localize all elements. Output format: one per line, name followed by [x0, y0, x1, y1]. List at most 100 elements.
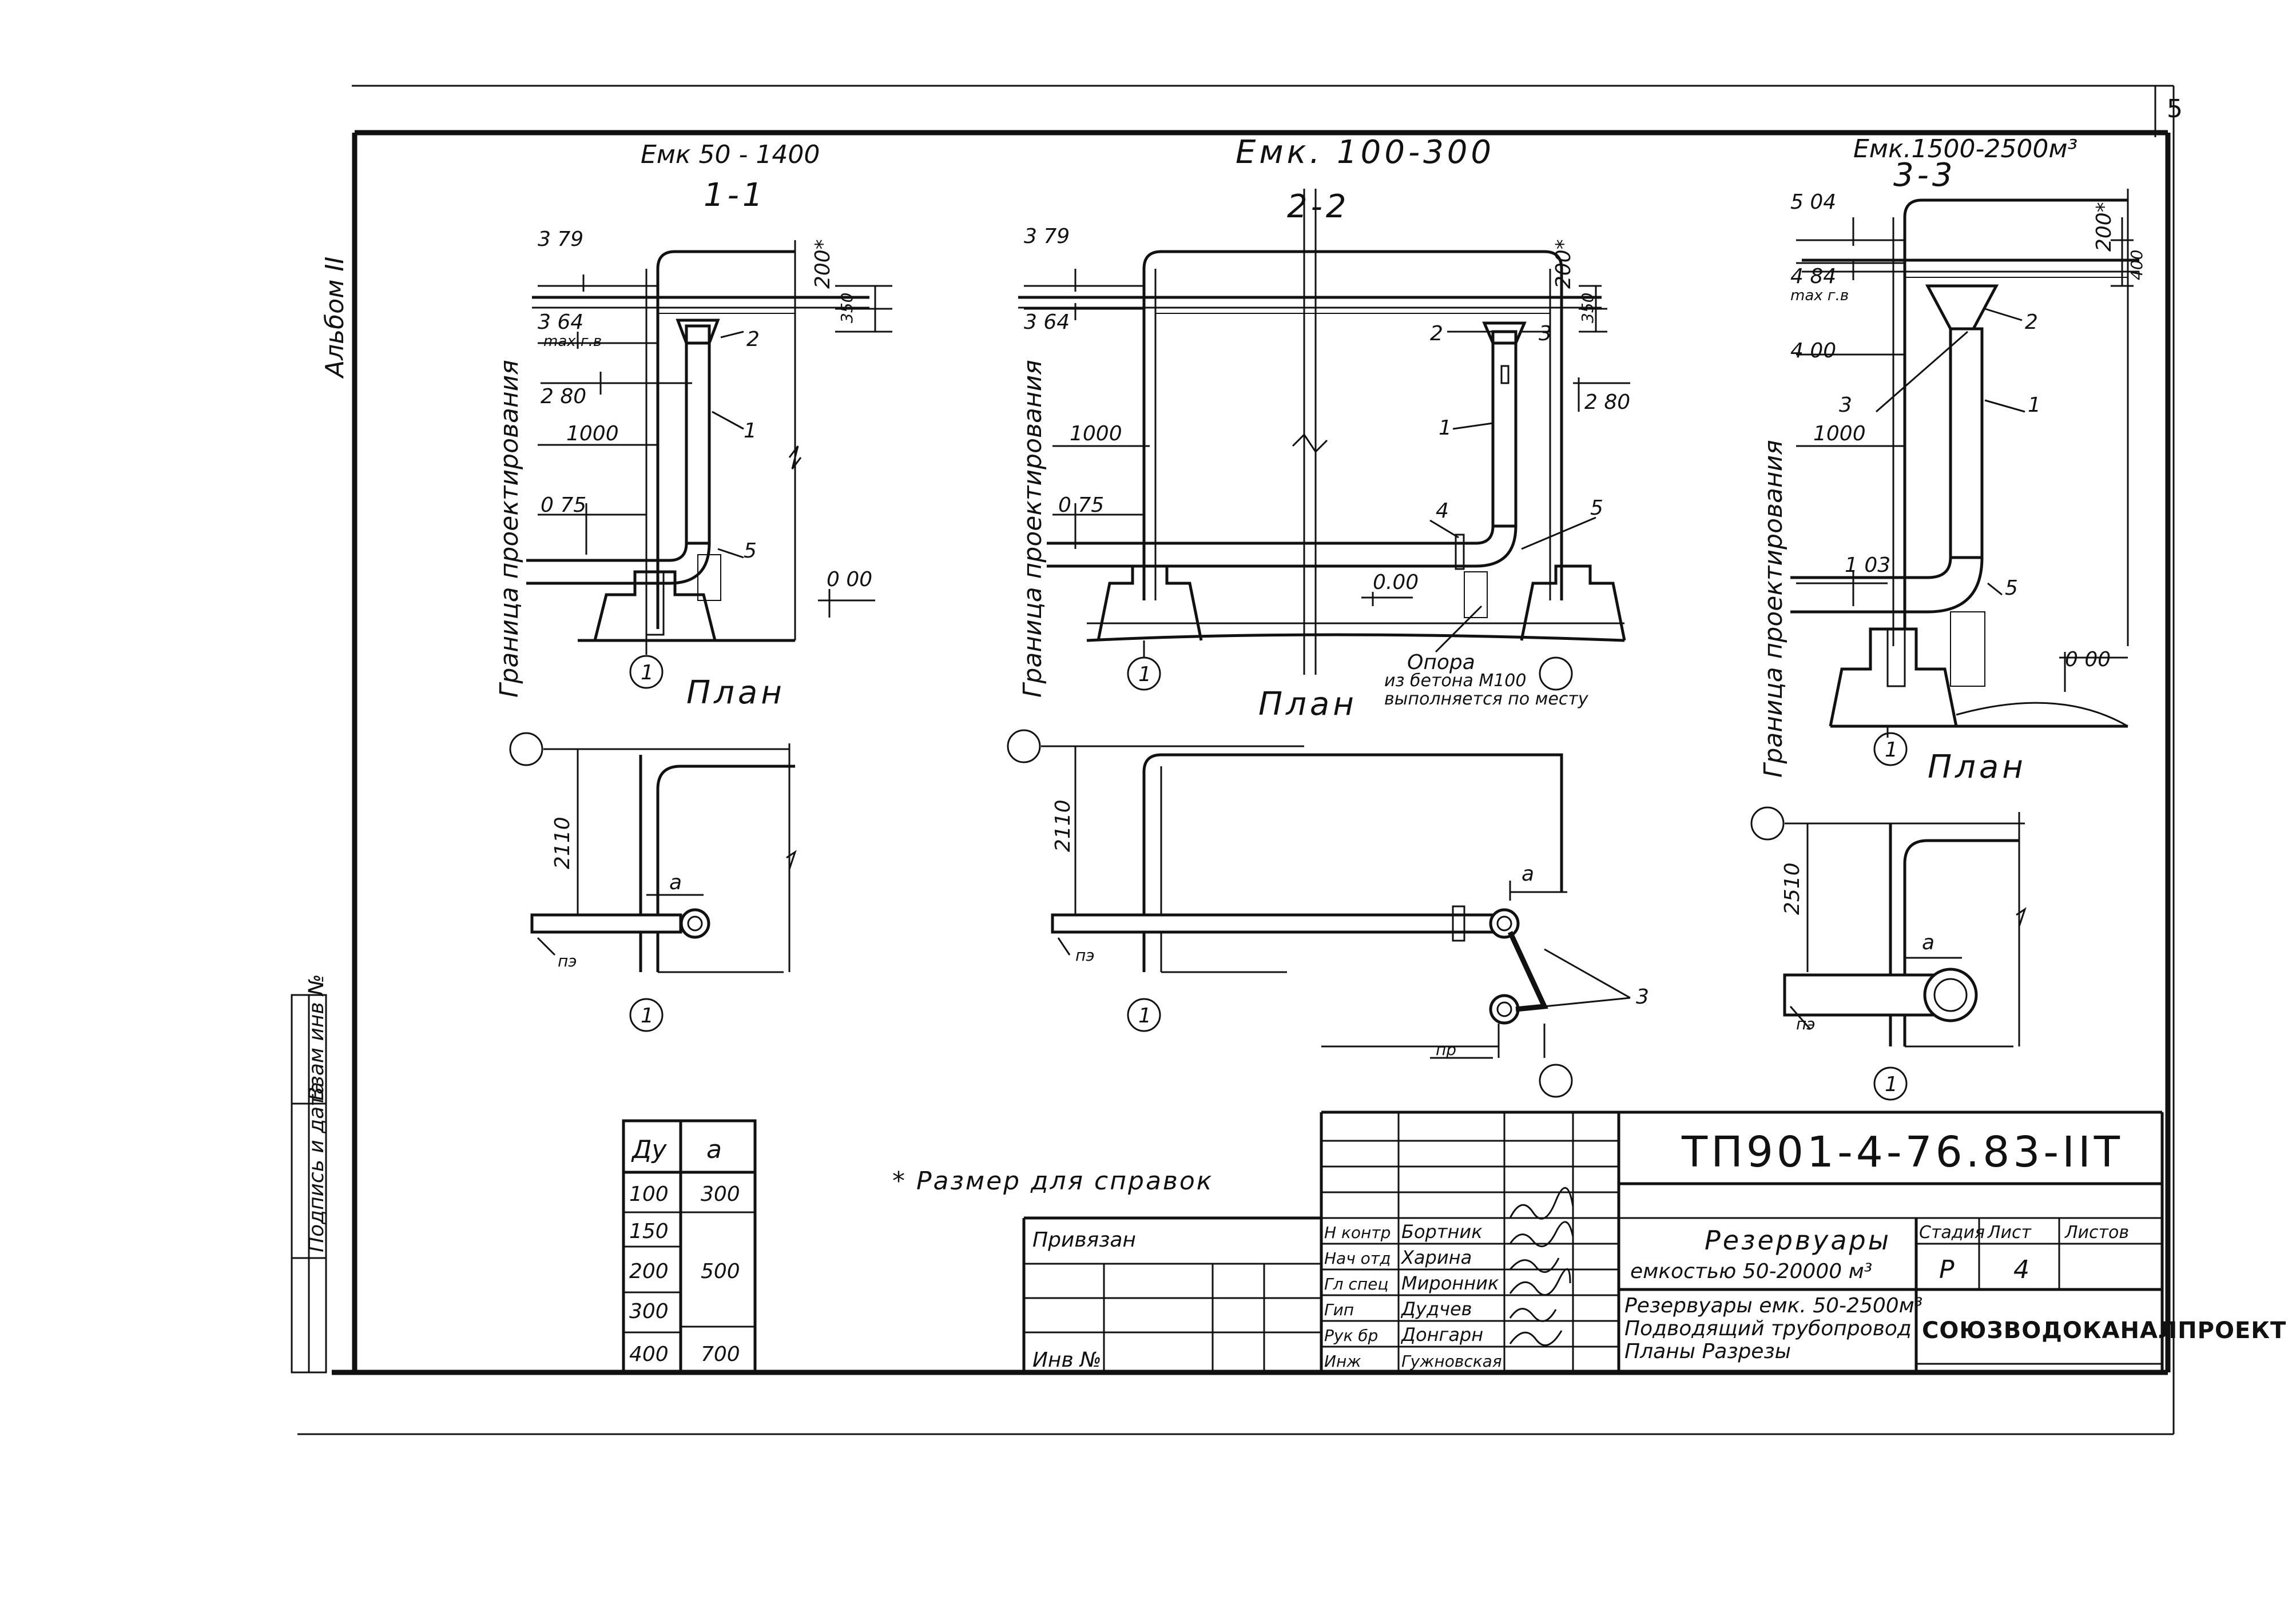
s3-plan-title: План [1928, 749, 2027, 786]
reference-note: * Размер для справок [892, 1167, 1213, 1196]
section-2-capacity: Емк. 100-300 [1236, 134, 1495, 171]
role-4: Гип [1324, 1300, 1354, 1319]
s3-level-103: 1 03 [1845, 554, 1890, 577]
section-3-3: Емк.1500-2500м³ 3-3 [1790, 134, 2139, 766]
s2-level-364: 3 64 [1024, 311, 1070, 334]
s3-dim-200: 200* [2092, 202, 2116, 252]
organization-name: СОЮЗВОДОКАНАЛПРОЕКТ [1922, 1317, 2286, 1344]
section-3-title: 3-3 [1893, 157, 1956, 194]
s2-dim-2110: 2110 [1051, 799, 1075, 852]
sheets-header: Листов [2064, 1223, 2129, 1243]
drawing-title-3: Планы Разрезы [1624, 1340, 1791, 1363]
s1-plan-axis: 1 [641, 1004, 654, 1028]
role-1: Н контр [1324, 1223, 1391, 1242]
s1-level-379: 3 79 [538, 228, 583, 251]
s3-plan-axis: 1 [1885, 1073, 1898, 1096]
table-cell-r1-a: 300 [701, 1183, 740, 1206]
s3-axis-label: 1 [1885, 738, 1898, 762]
stage-header: Стадия [1919, 1223, 1985, 1243]
left-stamp-strip [291, 994, 327, 1374]
object-title-1: Резервуары [1705, 1225, 1891, 1256]
s2-callout-1: 1 [1439, 416, 1452, 440]
stamp-label-signature: Подпись и дата [305, 1082, 328, 1252]
s1-plan-title: План [686, 674, 785, 711]
s2-dim-350: 350 [1578, 293, 1597, 323]
s2-level-075: 0 75 [1058, 493, 1104, 517]
s3-boundary: Граница проектирования [1759, 440, 1788, 778]
s3-callout-2: 2 [2025, 311, 2038, 334]
s2-boundary: Граница проектирования [1018, 360, 1047, 698]
s1-maxgv: max г.в [543, 333, 602, 350]
s1-level-075: 0 75 [541, 493, 586, 517]
s2-callout-5: 5 [1590, 496, 1603, 520]
drawing-title-2: Подводящий трубопровод [1624, 1317, 1912, 1340]
album-label: Альбом II [320, 257, 349, 379]
s1-dim-pe: пэ [558, 952, 577, 970]
s2-level-280: 2 80 [1584, 391, 1630, 414]
role-3-name: Миронник [1401, 1272, 1499, 1294]
section-3-plan [1750, 806, 2027, 1101]
s1-level-000: 0 00 [827, 568, 872, 591]
diameter-table [622, 1119, 757, 1374]
role-4-name: Дудчев [1400, 1298, 1472, 1320]
table-header-a: а [706, 1135, 722, 1164]
s3-level-000: 0 00 [2065, 648, 2111, 671]
s1-level-280: 2 80 [541, 385, 586, 408]
section-1-capacity: Емк 50 - 1400 [641, 140, 820, 169]
role-3: Гл спец [1324, 1275, 1388, 1293]
s3-dim-2510: 2510 [1781, 862, 1804, 915]
table-cell-r5-du: 400 [629, 1343, 669, 1366]
s2-level-000: 0.00 [1373, 571, 1419, 594]
table-header-du: Ду [631, 1135, 667, 1164]
s1-dim-200: 200* [811, 239, 835, 289]
s2-dim-pe: пэ [1075, 946, 1095, 965]
s3-callout-5: 5 [2005, 576, 2018, 600]
s2-dim-200: 200* [1552, 239, 1575, 289]
section-3-capacity: Емк.1500-2500м³ [1853, 134, 2078, 164]
s2-dim-a: а [1522, 862, 1534, 886]
table-cell-r3-du: 200 [629, 1260, 669, 1283]
s3-dim-400: 400 [2127, 250, 2146, 280]
section-1-1: Емк 50 - 1400 1-1 [526, 140, 892, 689]
table-cell-r3-a: 500 [701, 1260, 740, 1283]
section-1-plan [509, 732, 797, 1032]
privyazan-label: Привязан [1032, 1228, 1136, 1252]
s2-level-379: 3 79 [1024, 225, 1070, 248]
s3-callout-3: 3 [1839, 393, 1852, 417]
s1-dim-2110: 2110 [551, 817, 574, 869]
role-6: Инж [1324, 1352, 1361, 1371]
s1-level-364: 3 64 [538, 311, 583, 334]
s1-axis-label: 1 [641, 661, 654, 684]
role-5: Рук бр [1324, 1326, 1378, 1345]
stamp-label-replace: Взам инв № [305, 974, 328, 1101]
drawing-code: ТП901-4-76.83-IIТ [1681, 1128, 2123, 1177]
s2-dim-pr: пр [1436, 1040, 1456, 1059]
s2-plan-title: План [1258, 686, 1357, 723]
s2-callout-3b: 3 [1636, 985, 1649, 1009]
s2-callout-4: 4 [1436, 499, 1449, 523]
s3-dim-pe: пэ [1796, 1014, 1816, 1033]
section-1-title: 1-1 [704, 177, 766, 214]
section-2-title: 2-2 [1287, 188, 1349, 225]
role-2-name: Харина [1400, 1247, 1472, 1268]
role-1-name: Бортник [1401, 1221, 1483, 1243]
table-cell-r5-a: 700 [701, 1343, 740, 1366]
s3-level-504: 5 04 [1790, 190, 1836, 214]
s2-axis-label: 1 [1138, 663, 1151, 686]
title-block [1022, 1110, 2164, 1372]
s1-callout-1: 1 [744, 419, 757, 443]
s2-callout-2: 2 [1430, 322, 1443, 345]
stage-value: Р [1939, 1255, 1955, 1284]
s3-dim-1000: 1000 [1813, 422, 1866, 445]
s2-support-note-1: Опора [1407, 651, 1475, 674]
table-cell-r2-du: 150 [629, 1220, 669, 1243]
role-6-name: Гужновская [1401, 1352, 1502, 1371]
table-cell-r1-du: 100 [629, 1183, 669, 1206]
s2-callout-3: 3 [1539, 322, 1552, 345]
s1-callout-2: 2 [746, 328, 760, 351]
s1-dim-350: 350 [837, 293, 856, 323]
table-cell-r4-du: 300 [629, 1300, 669, 1323]
inv-label: Инв № [1032, 1348, 1102, 1372]
s1-callout-5: 5 [744, 539, 757, 563]
